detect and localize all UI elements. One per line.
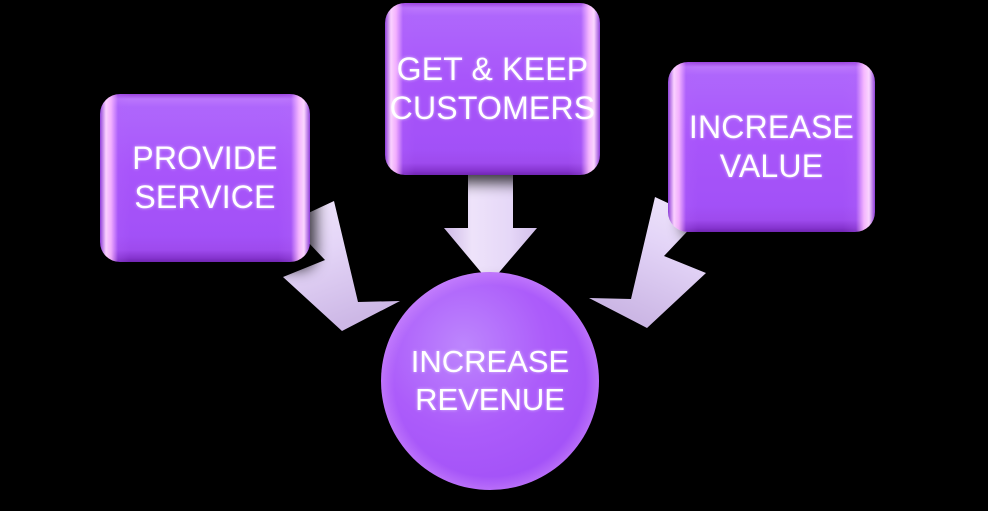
node-provide-service[interactable]: PROVIDE SERVICE	[100, 94, 310, 262]
node-get-keep-customers[interactable]: GET & KEEP CUSTOMERS	[385, 3, 600, 175]
arrow-get-keep-customers-to-increase-revenue	[444, 172, 537, 283]
node-increase-value-label: INCREASE VALUE	[688, 108, 855, 184]
node-increase-value[interactable]: INCREASE VALUE	[668, 62, 875, 232]
node-provide-service-label: PROVIDE SERVICE	[132, 139, 278, 215]
node-increase-revenue[interactable]: INCREASE REVENUE	[381, 272, 599, 490]
node-increase-revenue-label: INCREASE REVENUE	[410, 344, 570, 417]
node-get-keep-customers-label: GET & KEEP CUSTOMERS	[389, 50, 596, 126]
